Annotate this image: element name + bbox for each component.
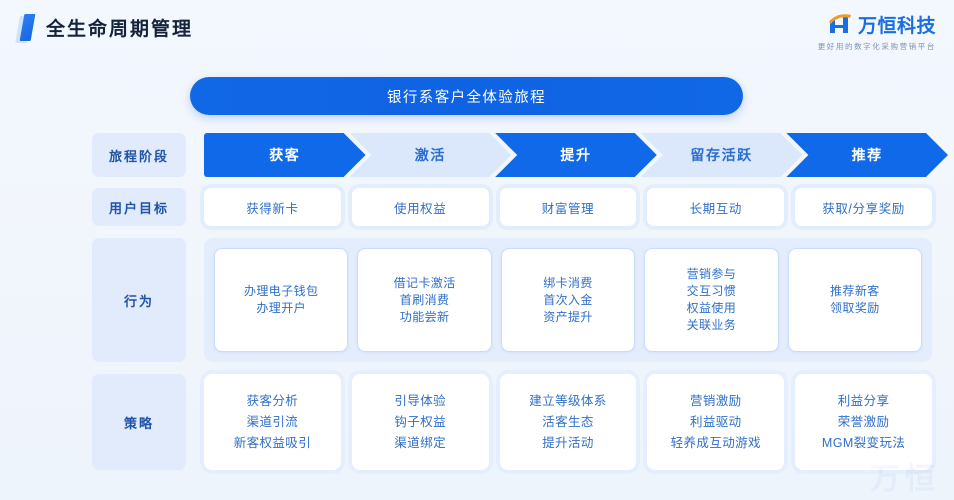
stage-row-cells: 获客 激活 提升 留存活跃 推荐 [204, 133, 932, 177]
h-monogram-icon [828, 13, 853, 37]
card-line: 办理电子钱包 [244, 284, 319, 298]
title-accent-bar-icon [19, 14, 36, 41]
card-line: 交互习惯 [686, 284, 737, 298]
card-line: 引导体验 [394, 393, 446, 408]
page-title: 全生命周期管理 [46, 19, 194, 40]
strategy-card-2[interactable]: 引导体验钩子权益渠道绑定 [351, 374, 489, 470]
page-title-group: 全生命周期管理 [19, 14, 194, 41]
card-line: 钩子权益 [394, 414, 446, 429]
card-line: 绑卡消费 [543, 275, 593, 290]
card-line: 功能尝新 [399, 309, 450, 324]
card-line: MGM裂变玩法 [821, 435, 906, 450]
goal-card-1[interactable]: 获得新卡 [204, 188, 341, 226]
card-line: 获客分析 [246, 393, 299, 408]
behavior-row-cells: 办理电子钱包办理开户 借记卡激活首刷消费功能尝新 绑卡消费首次入金资产提升 营销… [204, 238, 932, 362]
strategy-row-label: 策略 [92, 374, 186, 470]
strategy-card-3[interactable]: 建立等级体系活客生态提升活动 [499, 374, 637, 470]
stage-row: 旅程阶段 获客 激活 提升 留存活跃 推荐 [0, 133, 954, 177]
strategy-card-5[interactable]: 利益分享荣誉激励 MGM裂变玩法 [795, 374, 932, 470]
card-line: 轻养成互动游戏 [670, 435, 761, 450]
card-line: 首次入金 [543, 292, 593, 307]
card-line: 办理开户 [256, 301, 306, 315]
card-line: 领取奖励 [830, 301, 880, 315]
strategy-card-4[interactable]: 营销激励利益驱动轻养成互动游戏 [647, 374, 785, 470]
card-line: 渠道绑定 [394, 435, 446, 450]
stage-chevron-3[interactable]: 提升 [495, 133, 657, 177]
stage-chevron-2[interactable]: 激活 [350, 133, 512, 177]
strategy-row: 策略 获客分析渠道引流新客权益吸引 引导体验钩子权益渠道绑定 建立等级体系活客生… [0, 374, 954, 470]
card-line: 渠道引流 [246, 414, 299, 429]
behavior-card-4[interactable]: 营销参与交互习惯权益使用关联业务 [644, 248, 779, 352]
card-line: 营销参与 [686, 267, 737, 281]
strategy-row-cells: 获客分析渠道引流新客权益吸引 引导体验钩子权益渠道绑定 建立等级体系活客生态提升… [204, 374, 932, 470]
behavior-card-5[interactable]: 推荐新客领取奖励 [787, 248, 923, 352]
card-line: 借记卡激活 [393, 275, 456, 290]
card-line: 利益驱动 [689, 414, 742, 429]
header: 全生命周期管理 万恒科技 更好用的数字化采购营销平台 [0, 0, 954, 60]
goal-row-label: 用户目标 [92, 188, 186, 226]
card-line: 利益分享 [837, 393, 890, 408]
strategy-card-1[interactable]: 获客分析渠道引流新客权益吸引 [204, 374, 341, 470]
goal-card-3[interactable]: 财富管理 [499, 188, 637, 226]
brand-logo-main: 万恒科技 [818, 11, 936, 38]
behavior-row: 行为 办理电子钱包办理开户 借记卡激活首刷消费功能尝新 绑卡消费首次入金资产提升… [0, 238, 954, 362]
behavior-row-label: 行为 [92, 238, 186, 362]
card-line: 权益使用 [686, 301, 737, 315]
card-line: 资产提升 [543, 309, 593, 324]
stage-chevron-1[interactable]: 获客 [204, 133, 366, 177]
brand-logo: 万恒科技 更好用的数字化采购营销平台 [818, 11, 936, 52]
goal-card-2[interactable]: 使用权益 [351, 188, 489, 226]
card-line: 提升活动 [542, 435, 594, 450]
goal-row: 用户目标 获得新卡 使用权益 财富管理 长期互动 获取/分享奖励 [0, 188, 954, 226]
brand-name: 万恒科技 [857, 16, 936, 37]
brand-tagline: 更好用的数字化采购营销平台 [817, 42, 936, 51]
journey-banner: 银行系客户全体验旅程 [190, 77, 743, 115]
behavior-card-1[interactable]: 办理电子钱包办理开户 [214, 248, 349, 352]
card-line: 活客生态 [542, 414, 594, 429]
goal-card-4[interactable]: 长期互动 [647, 188, 785, 226]
behavior-card-2[interactable]: 借记卡激活首刷消费功能尝新 [357, 248, 492, 352]
card-line: 关联业务 [686, 318, 737, 332]
stage-chevron-4[interactable]: 留存活跃 [641, 133, 803, 177]
goal-card-5[interactable]: 获取/分享奖励 [795, 188, 932, 226]
stage-chevron-5[interactable]: 推荐 [786, 133, 948, 177]
card-line: 营销激励 [689, 393, 742, 408]
card-line: 荣誉激励 [837, 414, 890, 429]
goal-row-cells: 获得新卡 使用权益 财富管理 长期互动 获取/分享奖励 [204, 188, 932, 226]
stage-row-label: 旅程阶段 [92, 133, 186, 177]
card-line: 推荐新客 [830, 284, 880, 298]
card-line: 建立等级体系 [529, 393, 607, 408]
behavior-card-3[interactable]: 绑卡消费首次入金资产提升 [500, 248, 636, 352]
card-line: 新客权益吸引 [233, 435, 312, 450]
card-line: 首刷消费 [399, 292, 450, 307]
